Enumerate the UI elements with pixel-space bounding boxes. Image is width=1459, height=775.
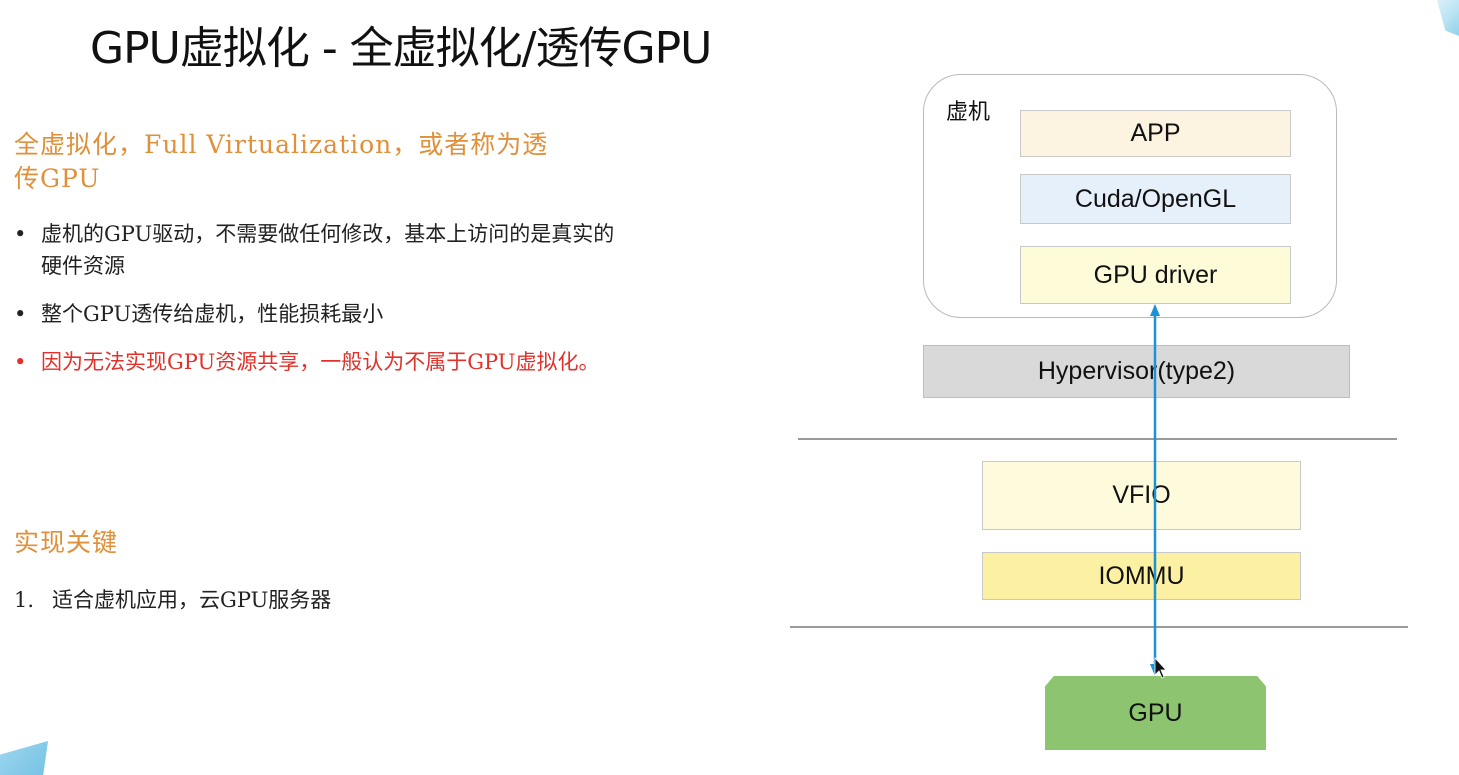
bullet-dot: • [14, 222, 27, 246]
bullet-item: • 虚机的GPU驱动，不需要做任何修改，基本上访问的是真实的硬件资源 [14, 218, 634, 282]
numbered-item: 1. 适合虚机应用，云GPU服务器 [14, 584, 331, 616]
arrow-head-down-icon [1150, 664, 1160, 676]
bullet-dot: • [14, 350, 27, 374]
vfio-layer-label: VFIO [1112, 481, 1171, 509]
bullet-dot: • [14, 302, 27, 326]
bullet-text: 虚机的GPU驱动，不需要做任何修改，基本上访问的是真实的硬件资源 [41, 222, 615, 278]
cuda-opengl-layer-label: Cuda/OpenGL [1074, 184, 1237, 213]
app-layer-label: APP [1130, 119, 1181, 147]
gpu-driver-layer-label: GPU driver [1093, 260, 1218, 289]
section-heading-implementation-key: 实现关键 [14, 528, 119, 557]
iommu-layer-box: IOMMU [982, 552, 1301, 600]
hypervisor-layer-label: Hypervisor(type2) [1037, 357, 1236, 385]
feature-bullet-list: • 虚机的GPU驱动，不需要做任何修改，基本上访问的是真实的硬件资源 • 整个G… [14, 218, 634, 394]
bullet-item-warning: • 因为无法实现GPU资源共享，一般认为不属于GPU虚拟化。 [14, 346, 634, 378]
gpu-hardware-box: GPU [1045, 676, 1266, 750]
vm-label: 虚机 [946, 100, 991, 125]
separator-line [790, 626, 1408, 628]
slide-title: GPU虚拟化 - 全虚拟化/透传GPU [90, 23, 712, 74]
corner-decoration-top-right [1436, 0, 1459, 36]
vfio-layer-box: VFIO [982, 461, 1301, 530]
separator-line [798, 438, 1397, 440]
bullet-item: • 整个GPU透传给虚机，性能损耗最小 [14, 298, 634, 330]
item-text: 适合虚机应用，云GPU服务器 [52, 588, 332, 612]
bullet-text: 因为无法实现GPU资源共享，一般认为不属于GPU虚拟化。 [41, 350, 600, 374]
gpu-driver-layer-box: GPU driver [1020, 246, 1291, 304]
corner-decoration-bottom-left [0, 741, 48, 775]
mouse-cursor-icon [1154, 656, 1167, 679]
bullet-text: 整个GPU透传给虚机，性能损耗最小 [41, 302, 384, 326]
app-layer-box: APP [1020, 110, 1291, 157]
section-heading-line-2: 传GPU [14, 164, 101, 193]
cuda-opengl-layer-box: Cuda/OpenGL [1020, 174, 1291, 224]
section-heading-line-1: 全虚拟化，Full Virtualization，或者称为透 [14, 130, 549, 159]
item-number: 1. [14, 588, 35, 612]
hypervisor-layer-box: Hypervisor(type2) [923, 345, 1350, 398]
gpu-hardware-label: GPU [1128, 698, 1183, 727]
section-heading-full-virtualization: 全虚拟化，Full Virtualization，或者称为透 传GPU [14, 128, 548, 196]
iommu-layer-label: IOMMU [1098, 561, 1185, 590]
